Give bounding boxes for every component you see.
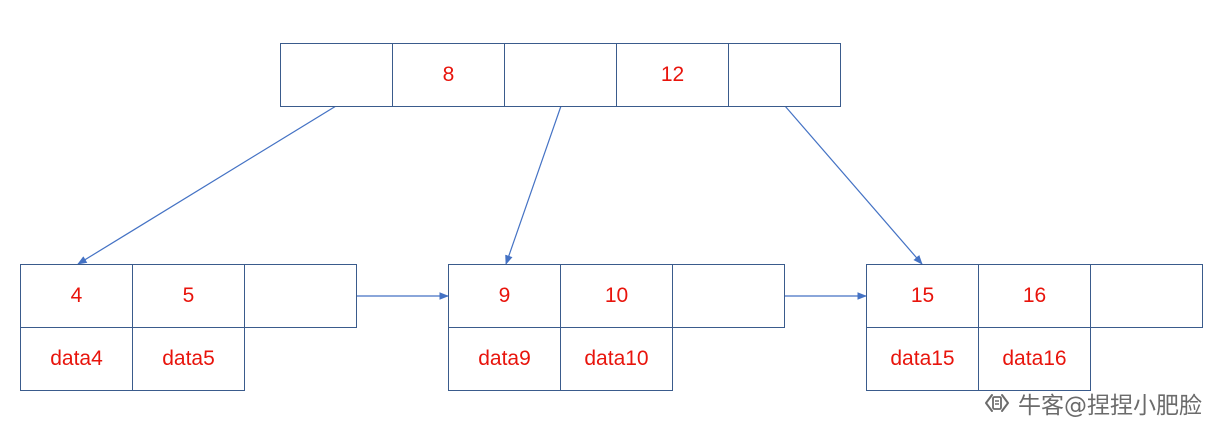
root-to-leaf1-arrow	[77, 105, 337, 265]
leaf-data-cell: data5	[132, 327, 245, 391]
leaf-next-pointer-cell	[1090, 264, 1203, 328]
leaf-data-cell: data15	[866, 327, 979, 391]
root-key-cell: 8	[392, 43, 505, 107]
leaf-data-cell: data9	[448, 327, 561, 391]
leaf-data-cell: data10	[560, 327, 673, 391]
root-pointer-cell	[728, 43, 841, 107]
root-key-cell: 12	[616, 43, 729, 107]
leaf-key-cell: 10	[560, 264, 673, 328]
leaf-key-cell: 9	[448, 264, 561, 328]
root-to-leaf3-arrow	[784, 105, 923, 265]
leaf-next-pointer-cell	[244, 264, 357, 328]
leaf-key-cell: 4	[20, 264, 133, 328]
leaf-data-cell: data4	[20, 327, 133, 391]
watermark-text: 牛客@捏捏小肥脸	[1018, 393, 1202, 419]
root-pointer-cell	[280, 43, 393, 107]
leaf-key-cell: 15	[866, 264, 979, 328]
leaf-key-cell: 16	[978, 264, 1091, 328]
niuke-logo-icon	[985, 394, 1009, 412]
watermark: 牛客@捏捏小肥脸	[982, 386, 1202, 420]
leaf-next-pointer-cell	[672, 264, 785, 328]
root-pointer-cell	[504, 43, 617, 107]
leaf-data-cell: data16	[978, 327, 1091, 391]
root-to-leaf2-arrow	[505, 105, 562, 265]
leaf-key-cell: 5	[132, 264, 245, 328]
